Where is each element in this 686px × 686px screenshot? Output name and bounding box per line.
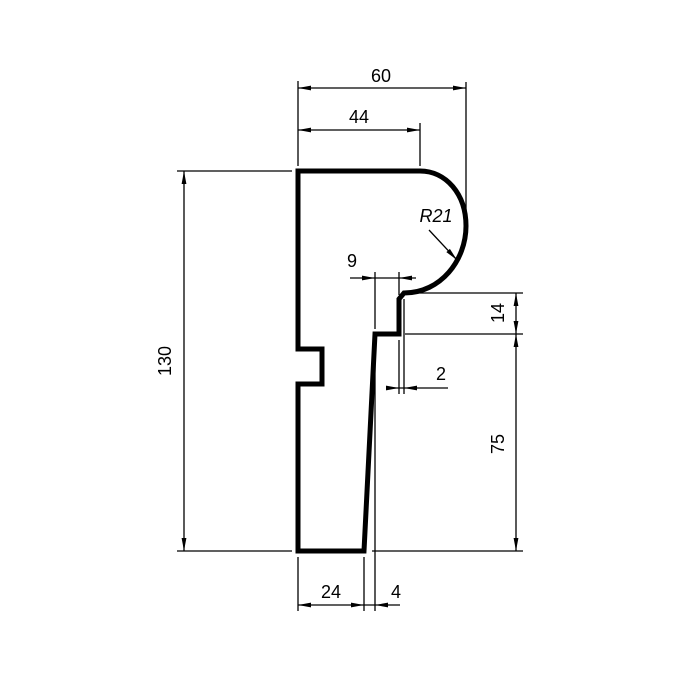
dimension-label-4: 4	[391, 582, 401, 602]
dimension-label-R21: R21	[419, 206, 452, 226]
dimension-arrow	[513, 334, 519, 347]
dimension-arrow	[513, 293, 519, 306]
dimension-label-130: 130	[155, 346, 175, 376]
dimension-44: 44	[298, 107, 421, 166]
dimension-130: 130	[155, 170, 292, 552]
dimension-arrow	[453, 85, 466, 91]
dimension-label-24: 24	[321, 582, 341, 602]
dimension-label-60: 60	[371, 66, 391, 86]
dimension-arrow	[375, 602, 388, 608]
dimension-arrow	[181, 538, 187, 551]
dimension-2: 2	[386, 299, 448, 394]
dimension-arrow	[446, 248, 457, 260]
dimension-arrow	[404, 385, 417, 391]
dimension-arrow	[181, 171, 187, 184]
dimension-label-2: 2	[436, 364, 446, 384]
dimension-arrow	[513, 321, 519, 334]
dimension-arrow	[407, 127, 420, 133]
moulding-profile-outline	[295, 168, 469, 554]
dimension-label-44: 44	[349, 107, 369, 127]
dimension-arrow	[386, 385, 399, 391]
dimension-4: 4	[364, 340, 401, 611]
dimension-arrow	[399, 275, 412, 281]
dimension-R21: R21	[419, 206, 458, 261]
dimension-arrow	[298, 602, 311, 608]
dimension-arrow	[362, 275, 375, 281]
dimension-9: 9	[347, 251, 416, 329]
dimension-14: 14	[405, 292, 523, 335]
dimension-label-14: 14	[488, 303, 508, 323]
dimension-arrow	[513, 538, 519, 551]
dimension-arrow	[351, 602, 364, 608]
dimension-24: 24	[297, 557, 365, 611]
dimension-arrow	[298, 127, 311, 133]
dimension-75: 75	[372, 334, 523, 552]
dimension-label-75: 75	[488, 434, 508, 454]
dimension-60: 60	[297, 66, 467, 240]
dimension-arrow	[298, 85, 311, 91]
dimension-label-9: 9	[347, 251, 357, 271]
